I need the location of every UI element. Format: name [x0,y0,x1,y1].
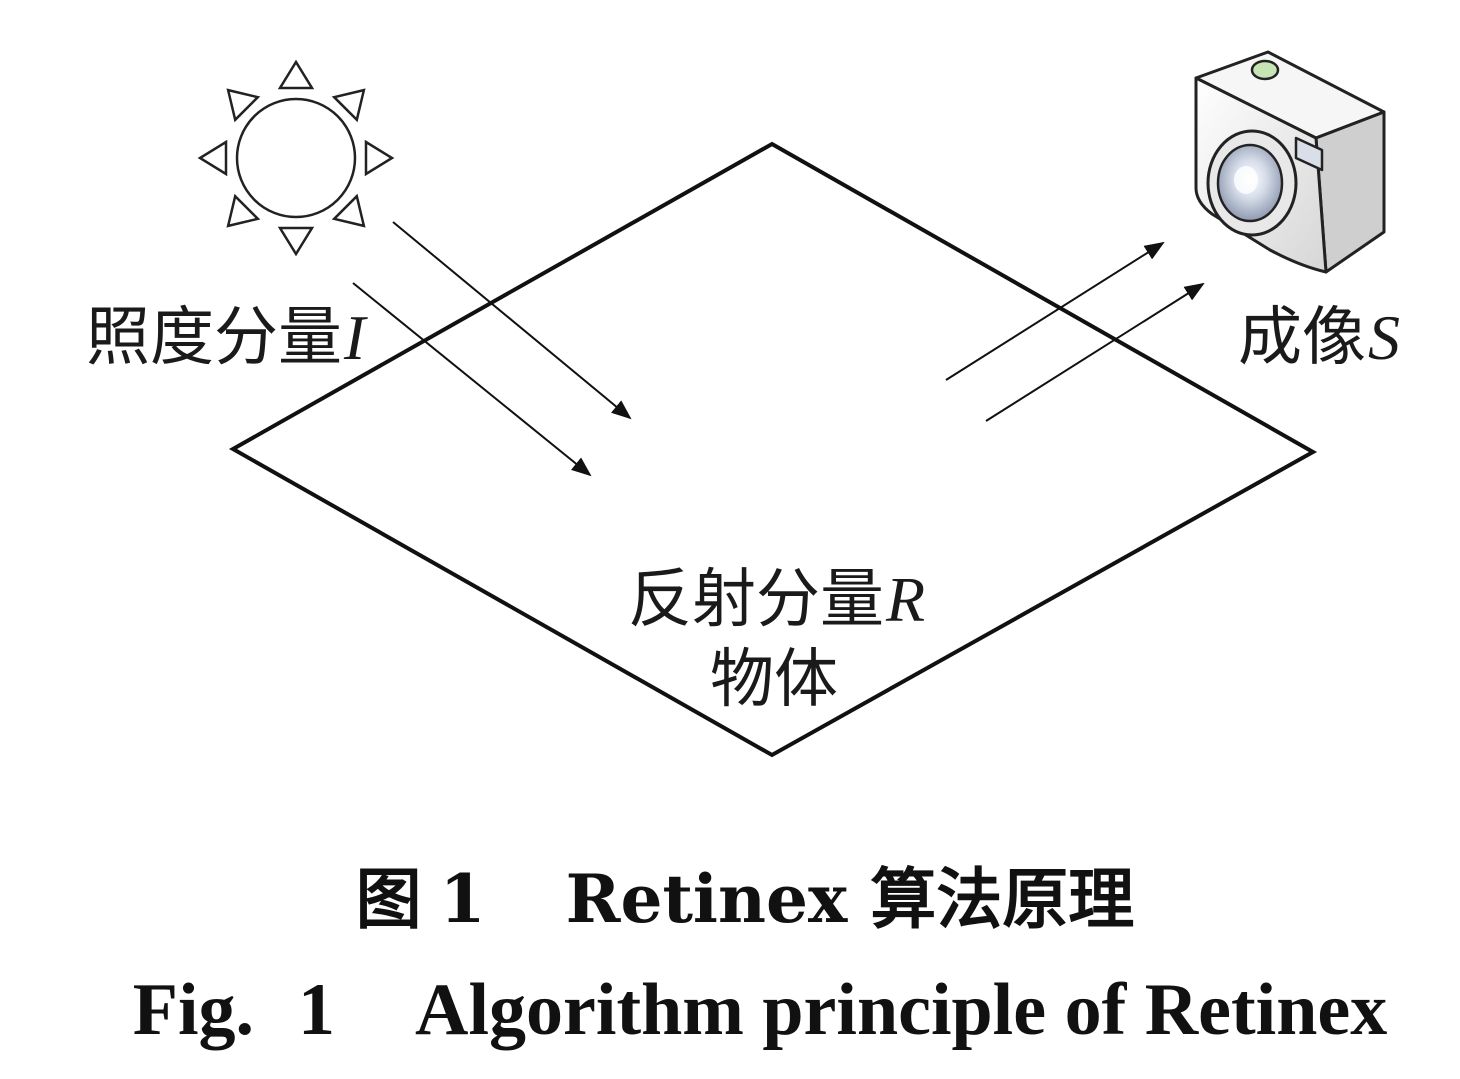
reflected-ray-2 [985,282,1205,422]
incident-ray-2 [352,282,592,477]
camera-icon [1194,50,1386,274]
caption-en-title: Algorithm principle of Retinex [415,969,1388,1051]
reflection-label-text: 反射分量 [628,563,884,637]
image-label-text: 成像 [1238,301,1366,375]
caption-cn-number: 1 [439,860,486,938]
reflected-ray-1 [945,241,1165,381]
reflection-variable: R [886,564,926,635]
incident-ray-1 [392,221,632,420]
object-plane [228,141,1318,758]
caption-cn-title: Retinex 算法原理 [565,860,1135,938]
image-variable: S [1368,302,1400,373]
sun-icon [197,59,395,257]
caption-cn-prefix: 图 [355,860,422,938]
caption-en-prefix: Fig. [132,969,255,1051]
object-label: 物体 [710,648,838,712]
object-label-text: 物体 [710,643,838,717]
caption-en-number: 1 [298,969,336,1051]
figure-caption-english: Fig. 1 Algorithm principle of Retinex [0,968,1460,1053]
illumination-label-text: 照度分量 [86,301,342,375]
illumination-variable: I [344,302,366,373]
